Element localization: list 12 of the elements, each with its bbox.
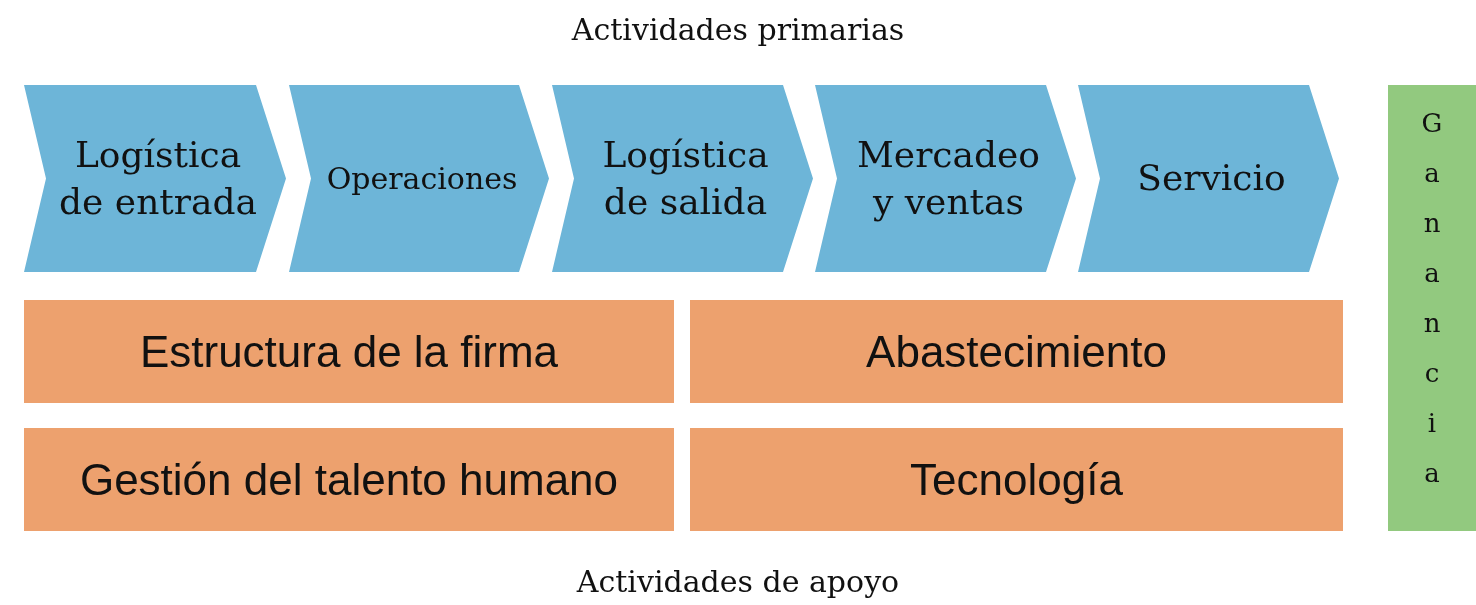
support-activity-bar: Gestión del talento humano [24,428,674,531]
support-activity-bar: Estructura de la firma [24,300,674,403]
primary-activity-step: Mercadeo y ventas [815,85,1076,272]
primary-activity-step: Logística de entrada [24,85,286,272]
primary-activity-step: Operaciones [289,85,549,272]
support-activity-bar: Abastecimiento [690,300,1343,403]
caption: Actividades de apoyo [576,564,900,599]
heading: Actividades primarias [571,12,905,47]
profit-bar: Ganancia [1388,85,1476,531]
support-activity-bar: Tecnología [690,428,1343,531]
primary-activity-step: Logística de salida [552,85,813,272]
primary-activity-step: Servicio [1078,85,1339,272]
